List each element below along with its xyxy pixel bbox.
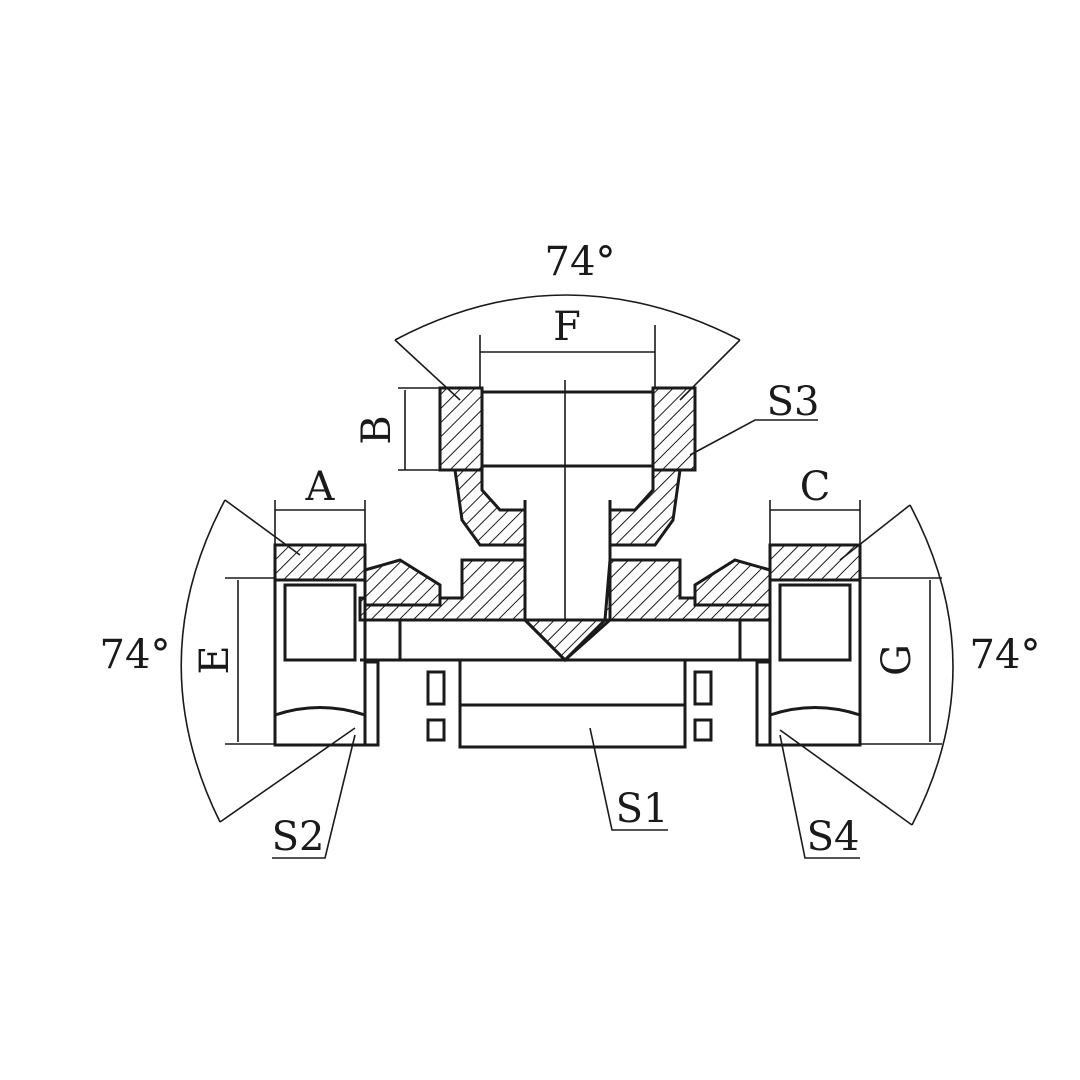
dimension-label-g: G [874, 644, 920, 676]
top-nut [438, 380, 697, 660]
angle-label-right: 74° [970, 632, 1041, 678]
tee-body [358, 500, 772, 749]
right-nut [755, 543, 862, 747]
dimension-label-b: B [354, 415, 400, 444]
dimension-label-e: E [192, 645, 238, 674]
label-s1: S1 [616, 786, 669, 832]
angle-label-left: 74° [100, 632, 171, 678]
dimension-label-a: A [305, 464, 336, 510]
angle-label-top: 74° [545, 239, 616, 285]
dimension-label-f: F [553, 304, 581, 350]
dimension-label-c: C [800, 464, 831, 510]
label-s3: S3 [767, 379, 820, 425]
left-nut [273, 543, 380, 747]
dimensions [180, 294, 954, 859]
label-s2: S2 [272, 814, 325, 860]
label-s4: S4 [807, 814, 860, 860]
